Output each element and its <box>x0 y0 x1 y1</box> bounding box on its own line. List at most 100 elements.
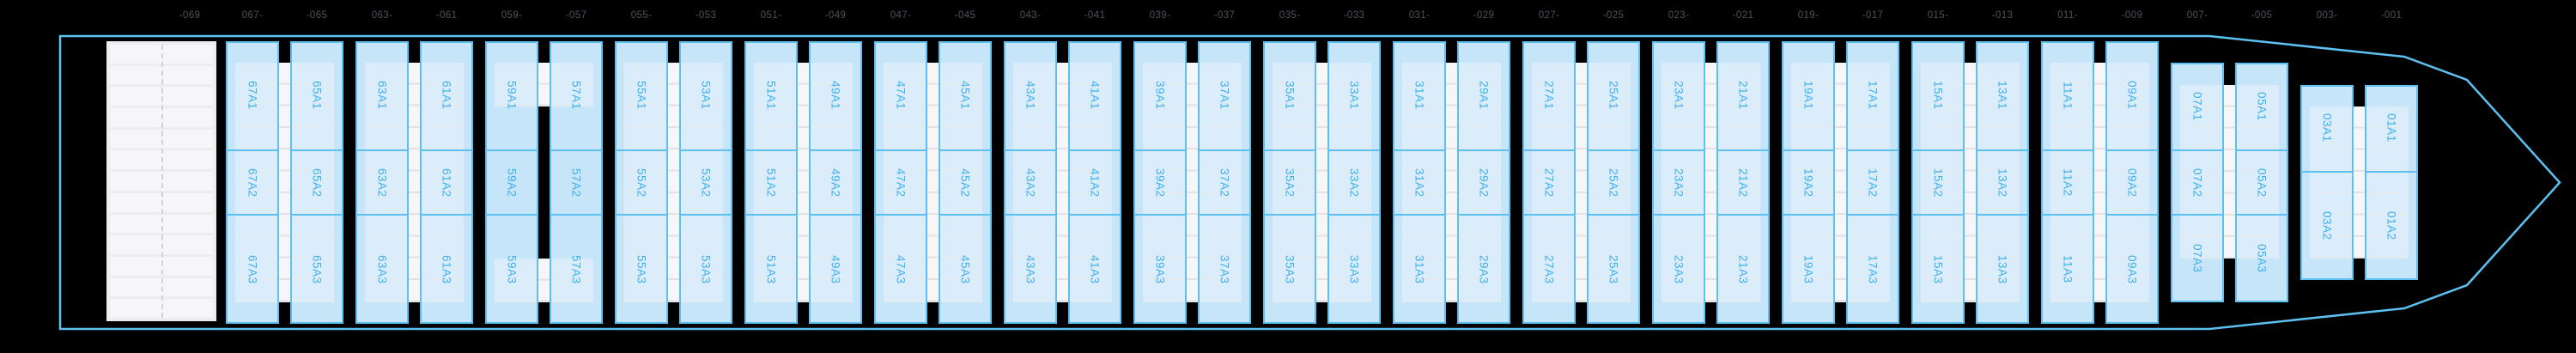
cell-55A2[interactable]: 55A2 <box>635 167 648 198</box>
cell-13A2[interactable]: 13A2 <box>1996 167 2009 198</box>
cell-29A2[interactable]: 29A2 <box>1477 167 1491 198</box>
cell-05A2[interactable]: 05A2 <box>2255 167 2269 198</box>
cell-17A3[interactable]: 17A3 <box>1866 254 1880 284</box>
cell-03A1[interactable]: 03A1 <box>2320 113 2334 143</box>
cell-51A1[interactable]: 51A1 <box>764 81 778 111</box>
cell-05A1[interactable]: 05A1 <box>2255 92 2269 121</box>
cell-19A1[interactable]: 19A1 <box>1801 81 1815 111</box>
cell-53A1[interactable]: 53A1 <box>699 81 713 111</box>
cell-49A1[interactable]: 49A1 <box>829 81 842 111</box>
cell-25A1[interactable]: 25A1 <box>1607 81 1620 111</box>
cell-65A3[interactable]: 65A3 <box>310 254 324 284</box>
cell-49A3[interactable]: 49A3 <box>829 254 842 284</box>
cell-09A2[interactable]: 09A2 <box>2125 167 2139 198</box>
cell-35A2[interactable]: 35A2 <box>1283 167 1297 198</box>
cell-43A3[interactable]: 43A3 <box>1024 254 1037 284</box>
cell-47A3[interactable]: 47A3 <box>894 254 908 284</box>
cell-21A3[interactable]: 21A3 <box>1736 254 1750 284</box>
cell-21A2[interactable]: 21A2 <box>1736 167 1750 198</box>
cell-51A2[interactable]: 51A2 <box>764 167 778 198</box>
cell-15A2[interactable]: 15A2 <box>1931 167 1945 198</box>
cell-39A1[interactable]: 39A1 <box>1153 81 1167 111</box>
cell-31A3[interactable]: 31A3 <box>1413 254 1426 284</box>
cell-57A1[interactable]: 57A1 <box>569 81 583 111</box>
cell-31A1[interactable]: 31A1 <box>1413 81 1426 111</box>
cell-43A2[interactable]: 43A2 <box>1024 167 1037 198</box>
cell-39A2[interactable]: 39A2 <box>1153 167 1167 198</box>
cell-57A3[interactable]: 57A3 <box>569 254 583 284</box>
cell-45A2[interactable]: 45A2 <box>958 167 972 198</box>
cell-15A3[interactable]: 15A3 <box>1931 254 1945 284</box>
cell-19A2[interactable]: 19A2 <box>1801 167 1815 198</box>
cell-11A1[interactable]: 11A1 <box>2061 81 2075 110</box>
cell-27A1[interactable]: 27A1 <box>1542 81 1556 111</box>
cell-59A1[interactable]: 59A1 <box>505 81 519 111</box>
cell-63A3[interactable]: 63A3 <box>375 254 389 284</box>
cell-13A1[interactable]: 13A1 <box>1996 81 2009 111</box>
cell-01A2[interactable]: 01A2 <box>2385 211 2398 240</box>
cell-55A3[interactable]: 55A3 <box>635 254 648 284</box>
cell-25A2[interactable]: 25A2 <box>1607 167 1620 198</box>
cell-59A3[interactable]: 59A3 <box>505 254 519 284</box>
cell-09A1[interactable]: 09A1 <box>2125 81 2139 111</box>
cell-53A3[interactable]: 53A3 <box>699 254 713 284</box>
cell-43A1[interactable]: 43A1 <box>1024 81 1037 111</box>
cell-13A3[interactable]: 13A3 <box>1996 254 2009 284</box>
cell-17A2[interactable]: 17A2 <box>1866 167 1880 198</box>
cell-25A3[interactable]: 25A3 <box>1607 254 1620 284</box>
cell-27A3[interactable]: 27A3 <box>1542 254 1556 284</box>
cell-63A1[interactable]: 63A1 <box>375 81 389 111</box>
cell-67A1[interactable]: 67A1 <box>246 81 259 111</box>
cell-65A1[interactable]: 65A1 <box>310 81 324 111</box>
cell-65A2[interactable]: 65A2 <box>310 167 324 198</box>
cell-03A2[interactable]: 03A2 <box>2320 211 2334 240</box>
cell-63A2[interactable]: 63A2 <box>375 167 389 198</box>
cell-33A1[interactable]: 33A1 <box>1347 81 1361 111</box>
cell-49A2[interactable]: 49A2 <box>829 167 842 198</box>
cell-35A1[interactable]: 35A1 <box>1283 81 1297 111</box>
cell-21A1[interactable]: 21A1 <box>1736 81 1750 111</box>
cell-01A1[interactable]: 01A1 <box>2385 113 2398 143</box>
cell-61A2[interactable]: 61A2 <box>440 167 453 198</box>
cell-45A1[interactable]: 45A1 <box>958 81 972 111</box>
cell-07A2[interactable]: 07A2 <box>2190 167 2204 198</box>
cell-67A2[interactable]: 67A2 <box>246 167 259 198</box>
cell-45A3[interactable]: 45A3 <box>958 254 972 284</box>
cell-17A1[interactable]: 17A1 <box>1866 81 1880 111</box>
cell-51A3[interactable]: 51A3 <box>764 254 778 284</box>
cell-31A2[interactable]: 31A2 <box>1413 167 1426 198</box>
cell-23A1[interactable]: 23A1 <box>1672 81 1686 111</box>
cell-33A3[interactable]: 33A3 <box>1347 254 1361 284</box>
cell-53A2[interactable]: 53A2 <box>699 167 713 198</box>
cell-23A3[interactable]: 23A3 <box>1672 254 1686 284</box>
cell-61A1[interactable]: 61A1 <box>440 81 453 111</box>
cell-05A3[interactable]: 05A3 <box>2255 244 2269 273</box>
cell-29A3[interactable]: 29A3 <box>1477 254 1491 284</box>
cell-15A1[interactable]: 15A1 <box>1931 81 1945 111</box>
cell-57A2[interactable]: 57A2 <box>569 167 583 198</box>
cell-59A2[interactable]: 59A2 <box>505 167 519 198</box>
cell-41A2[interactable]: 41A2 <box>1088 167 1102 198</box>
cell-47A2[interactable]: 47A2 <box>894 167 908 198</box>
cell-67A3[interactable]: 67A3 <box>246 254 259 284</box>
cell-11A3[interactable]: 11A3 <box>2061 255 2075 283</box>
cell-41A1[interactable]: 41A1 <box>1088 81 1102 111</box>
cell-39A3[interactable]: 39A3 <box>1153 254 1167 284</box>
cell-07A1[interactable]: 07A1 <box>2190 92 2204 121</box>
cell-35A3[interactable]: 35A3 <box>1283 254 1297 284</box>
cell-29A1[interactable]: 29A1 <box>1477 81 1491 111</box>
cell-37A1[interactable]: 37A1 <box>1218 81 1231 111</box>
cell-37A3[interactable]: 37A3 <box>1218 254 1231 284</box>
cell-07A3[interactable]: 07A3 <box>2190 244 2204 273</box>
cell-11A2[interactable]: 11A2 <box>2061 168 2075 197</box>
cell-09A3[interactable]: 09A3 <box>2125 254 2139 284</box>
cell-33A2[interactable]: 33A2 <box>1347 167 1361 198</box>
cell-55A1[interactable]: 55A1 <box>635 81 648 111</box>
cell-27A2[interactable]: 27A2 <box>1542 167 1556 198</box>
cell-19A3[interactable]: 19A3 <box>1801 254 1815 284</box>
cell-47A1[interactable]: 47A1 <box>894 81 908 111</box>
cell-61A3[interactable]: 61A3 <box>440 254 453 284</box>
cell-37A2[interactable]: 37A2 <box>1218 167 1231 198</box>
cell-41A3[interactable]: 41A3 <box>1088 254 1102 284</box>
cell-23A2[interactable]: 23A2 <box>1672 167 1686 198</box>
